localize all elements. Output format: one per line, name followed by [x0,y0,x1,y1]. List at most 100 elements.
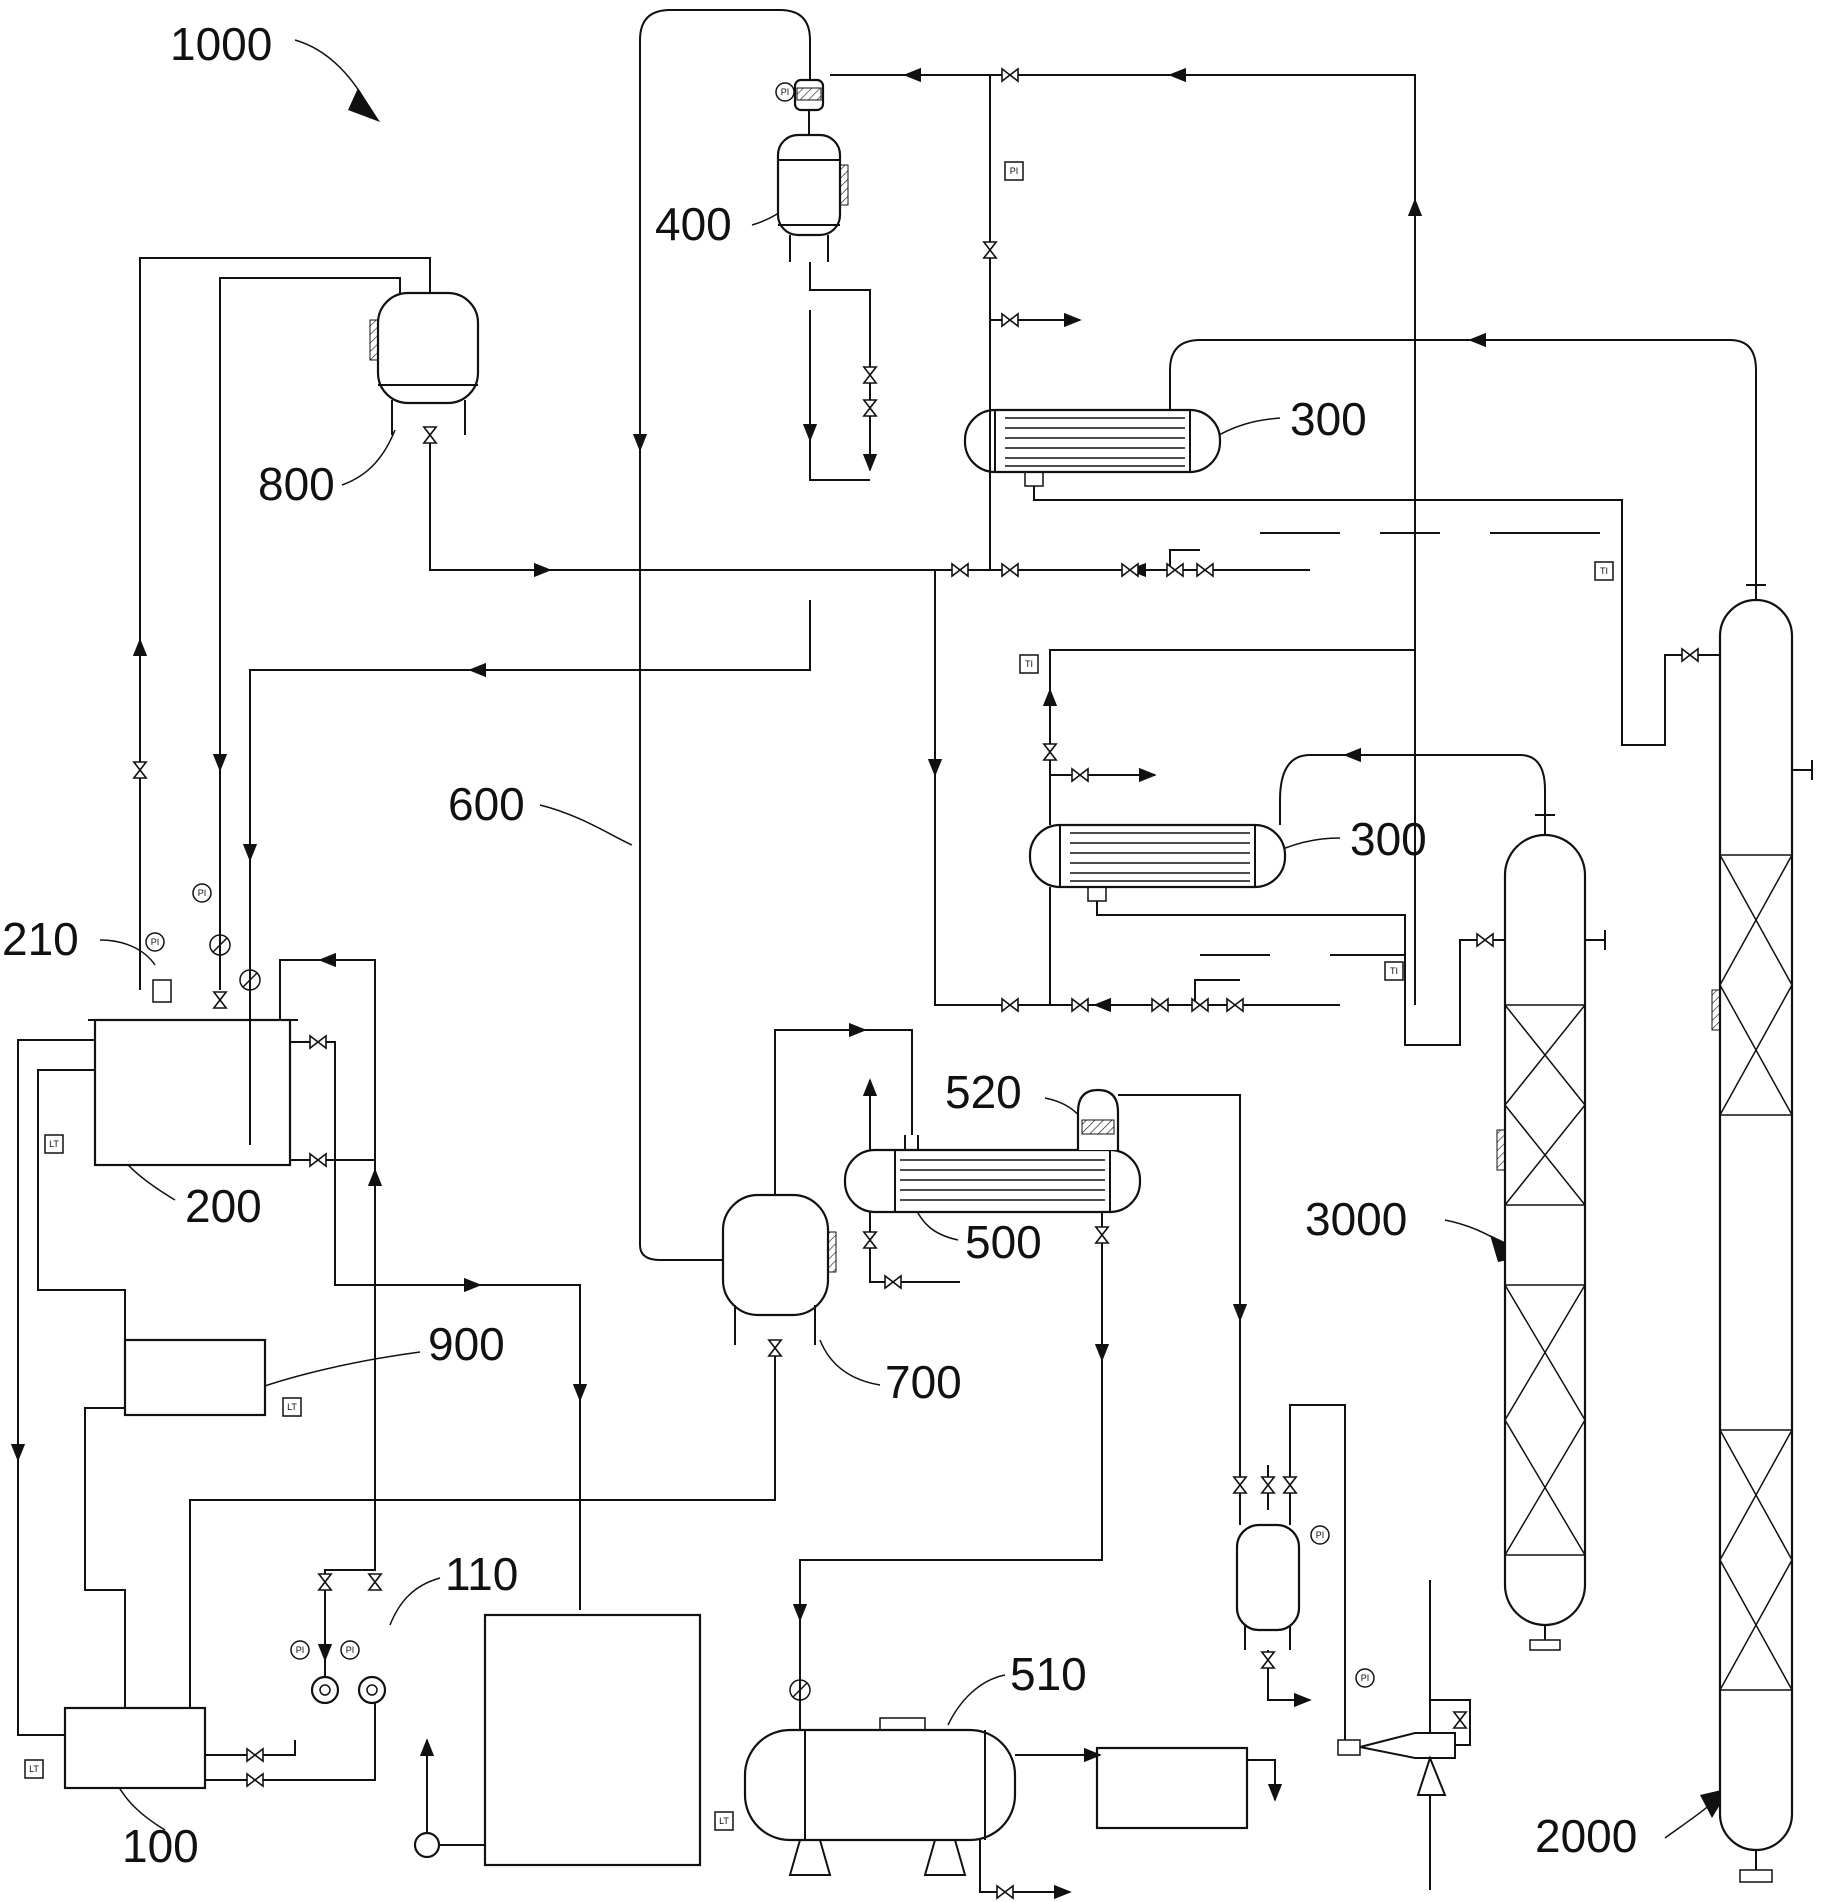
packing-bed-1-x [1719,854,1793,1116]
hx500-drain [869,1225,960,1283]
valve [1232,1476,1248,1494]
valve [1260,1476,1276,1494]
valves [132,67,1699,1900]
valve [309,1034,327,1050]
instrument-lt-510-tag: LT [719,1816,729,1826]
label-900: 900 [428,1318,505,1370]
instrument-pi-pump-b-tag: PI [346,1645,355,1655]
label-2000: 2000 [1535,1810,1637,1862]
tank-510 [743,1717,1017,1876]
valve [996,1884,1014,1900]
small-tank-right [1095,1746,1249,1830]
valve [1042,743,1058,761]
line-670 [249,600,811,1145]
vessel-800-body [376,291,480,405]
label-400: 400 [655,198,732,250]
label-110: 110 [445,1548,518,1600]
label-210: 210 [2,913,79,965]
line-900-to-100 [84,1407,126,1708]
leader-510 [947,1674,1006,1726]
vessel-700-hatch [827,1231,837,1273]
instrument-ti-left: TI [1019,654,1039,674]
ejector-return [1430,1699,1471,1746]
tank-100 [63,1706,207,1790]
pump-110-a-hub [319,1684,331,1696]
valve [422,426,438,444]
instrument-pi-200: PI [145,932,165,952]
instrument-pi-feed: PI [192,883,212,903]
top-vent-line [830,74,1416,1005]
instrument-pi-ejector: PI [1355,1668,1375,1688]
ejector [1337,1732,1456,1796]
tank-510-body [743,1728,1017,1842]
instrument-ti-left-tag: TI [1025,659,1033,669]
receiver-vessel [1235,1523,1301,1650]
valve [1071,997,1089,1013]
valve [1001,997,1019,1013]
instrument-lt-900: LT [282,1397,302,1417]
separator-520-mesh [1081,1119,1115,1135]
gauge-510-needle [792,1682,808,1698]
reflux-3000 [1096,901,1505,1046]
instrument-pi-receiver: PI [1310,1525,1330,1545]
column-3000-base [1529,1639,1561,1651]
leader-110 [389,1577,441,1626]
label-500: 500 [965,1216,1042,1268]
reflux-2000 [1033,486,1720,746]
valve [1476,932,1494,948]
valve [1196,562,1214,578]
instrument-pi-pump-b: PI [340,1640,360,1660]
gauge-510 [789,1679,811,1701]
valve [1226,997,1244,1013]
column-2000-base [1739,1869,1773,1883]
label-520: 520 [945,1066,1022,1118]
column-3000-shell [1503,833,1587,1627]
label-group: 1000 400 800 300 300 600 210 200 520 500… [2,18,1730,1872]
line-700-to-100 [189,1345,776,1708]
tank-510-saddle-l [788,1839,832,1876]
valve [951,562,969,578]
instrument-pi-pump-a-tag: PI [296,1645,305,1655]
ejector-body [1359,1732,1456,1759]
valve [862,1231,878,1249]
vessel-400-hatch [839,164,849,206]
col3000-overhead [1279,754,1546,825]
valve [367,1573,383,1591]
instrument-pi-pump-a: PI [290,1640,310,1660]
pump-110 [310,1675,387,1705]
valve [1001,67,1019,83]
packing-bed-2-x [1719,1429,1793,1691]
label-system-1000: 1000 [170,18,272,70]
packing-3000-bed-2-x [1504,1284,1586,1556]
leader-900 [239,1351,421,1396]
column-2000-packing [1719,854,1793,1691]
tank-900 [123,1338,267,1417]
tank-200 [88,979,298,1167]
small-tank-outlet [1247,1759,1283,1802]
instrument-ti-2000: TI [1594,561,1614,581]
instrument-lt-200: LT [44,1134,64,1154]
instrument-pi-top-tag: PI [1010,166,1019,176]
instrument-pi-400-tag: PI [781,87,790,97]
leader-210 [99,939,156,966]
ejector-inlet [1337,1739,1361,1756]
valve [1001,312,1019,328]
instrument-lt-100: LT [24,1759,44,1779]
instrument-ti-3000: TI [1384,961,1404,981]
valve [1191,997,1209,1013]
leader-800 [341,429,396,486]
gauge-200-b-needle [242,972,258,988]
label-300-mid: 300 [1350,813,1427,865]
line-800-vent [139,257,431,990]
column-3000 [1496,814,1606,1651]
valve [1260,1651,1276,1669]
pump-110-b-hub [366,1684,378,1696]
instrument-pi-ejector-tag: PI [1361,1673,1370,1683]
instrument-pi-receiver-tag: PI [1316,1530,1325,1540]
valve [1121,562,1139,578]
instrument-ti-3000-tag: TI [1390,966,1398,976]
pump-110-a [310,1675,340,1705]
line-955-control-branch [1194,979,1240,1005]
column-2000-shell [1718,598,1794,1852]
